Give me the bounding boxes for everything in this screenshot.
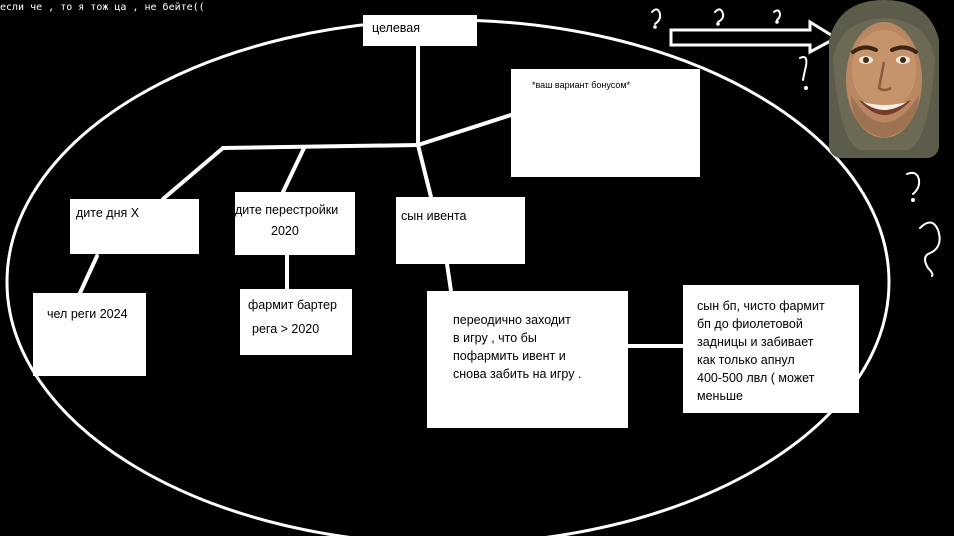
barter-node: фармит бартер рега > 2020 [240,289,352,355]
event-son-node: сын ивента [396,197,525,264]
soldier-face-icon [829,0,939,158]
perestroika-label-2: 2020 [271,224,299,238]
goal-node: целевая [363,15,477,46]
day-x-label: дите дня Х [76,206,140,220]
arrow-right-icon [669,19,840,55]
bonus-node: *ваш вариант бонусом* [511,69,700,177]
barter-label-1: фармит бартер [248,298,337,312]
perestroika-node: дите перестройки 2020 [235,192,355,255]
bp-line: задницы и забивает [697,335,814,349]
reg-2024-label: чел реги 2024 [47,307,128,321]
bp-line: сын бп, чисто фармит [697,299,825,313]
bp-line: 400-500 лвл ( может [697,371,815,385]
question-mark-icon [651,8,941,277]
perestroika-label-1: дите перестройки [235,203,339,217]
caption-text: если че , то я тож ца , не бейте(( [0,2,205,13]
periodic-line: в игру , что бы [453,331,537,345]
bonus-label: *ваш вариант бонусом* [532,80,631,90]
barter-label-2: рега > 2020 [252,322,320,336]
periodic-line: переодично заходит [453,313,571,327]
bp-line: как только апнул [697,353,795,367]
event-son-label: сын ивента [401,209,467,223]
reg-2024-node: чел реги 2024 [33,293,146,376]
periodic-line: пофармить ивент и [453,349,566,363]
battlepass-node: сын бп, чисто фармит бп до фиолетовой за… [683,285,859,413]
bp-line: бп до фиолетовой [697,317,803,331]
periodic-player-node: переодично заходит в игру , что бы пофар… [427,291,628,428]
goal-label: целевая [372,21,421,35]
periodic-line: снова забить на игру . [453,367,582,381]
day-x-node: дите дня Х [70,199,199,254]
bp-line: меньше [697,389,743,403]
tree-connectors [78,44,685,348]
